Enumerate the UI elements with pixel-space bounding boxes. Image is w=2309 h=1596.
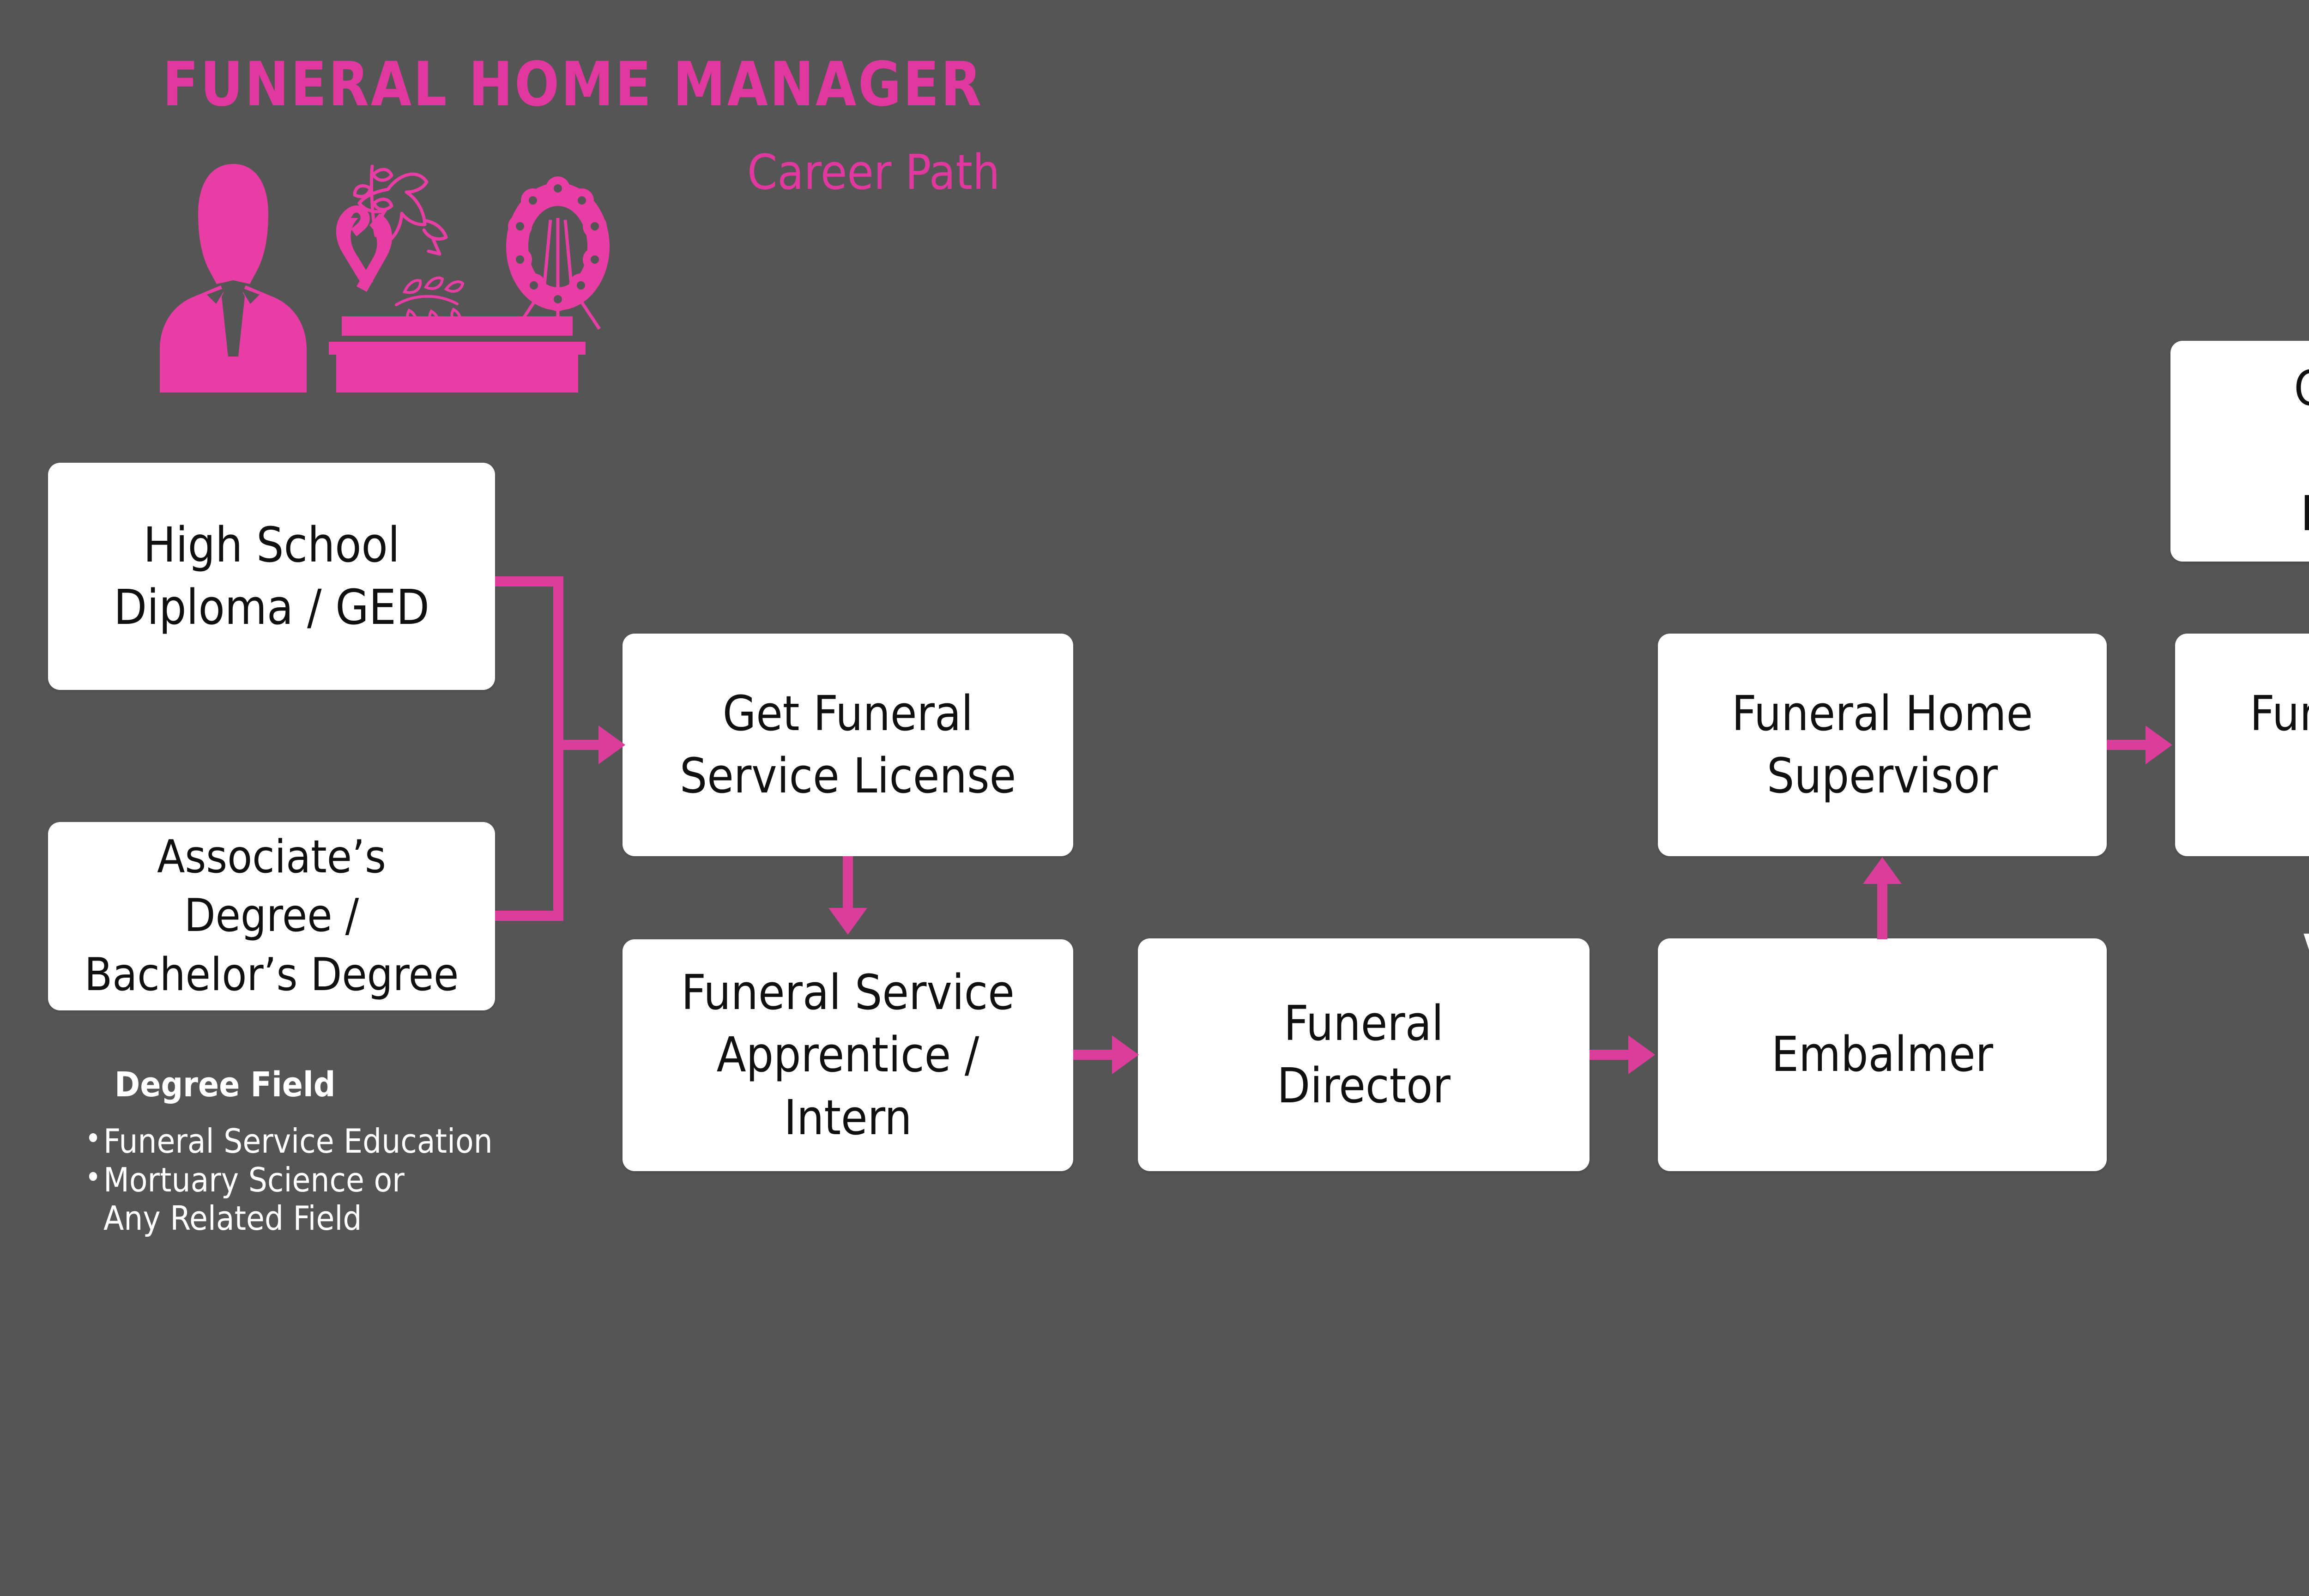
node-label: Funeral Director — [1277, 995, 1451, 1114]
node-label: Funeral Service Apprentice / Intern — [681, 964, 1015, 1146]
arrow-to-manager — [2146, 725, 2172, 764]
list-item: Crematories — [2303, 1087, 2309, 1131]
node-funeral-director[interactable]: Funeral Director — [1138, 938, 1590, 1171]
list-item: Independent Funeral Homes — [2303, 1131, 2309, 1175]
arrow-to-apprentice — [828, 908, 867, 935]
node-label: Owning a Funeral Business — [2294, 357, 2309, 545]
arrow-to-supervisor — [1863, 857, 1902, 884]
page-subtitle: Career Path — [747, 144, 1000, 200]
arrow-to-embalmer — [1628, 1035, 1655, 1074]
node-high-school-diploma[interactable]: High School Diploma / GED — [48, 463, 495, 690]
connector-apprentice-to-director — [1073, 1050, 1114, 1060]
list-item: Cemeteries — [2303, 1000, 2309, 1045]
connector-director-to-embalmer — [1590, 1050, 1630, 1060]
node-get-funeral-service-license[interactable]: Get Funeral Service License — [623, 634, 1073, 856]
node-embalmer[interactable]: Embalmer — [1658, 938, 2107, 1171]
variety-areas-list: Cemeteries Corporate Funeral Homes Crema… — [2303, 1000, 2309, 1175]
awareness-ribbon-icon — [336, 205, 393, 292]
variety-areas-heading: Variety of areas can work at: — [2303, 927, 2309, 969]
node-label: Associate’s Degree / Bachelor’s Degree — [84, 830, 459, 1001]
node-funeral-service-apprentice[interactable]: Funeral Service Apprentice / Intern — [623, 939, 1073, 1171]
node-label: Funeral Home Manager — [2249, 685, 2309, 804]
connector-high-school-to-junction — [495, 576, 563, 586]
casket-icon — [329, 316, 586, 393]
node-label: Embalmer — [1771, 1026, 1994, 1083]
dove-icon — [353, 164, 448, 256]
node-associates-degree[interactable]: Associate’s Degree / Bachelor’s Degree — [48, 822, 495, 1010]
node-label: High School Diploma / GED — [114, 516, 429, 635]
header-illustration — [160, 164, 610, 393]
node-funeral-home-supervisor[interactable]: Funeral Home Supervisor — [1658, 634, 2107, 856]
arrow-to-license — [598, 725, 625, 764]
page-title: FUNERAL HOME MANAGER — [163, 49, 983, 120]
connector-supervisor-to-manager — [2107, 740, 2147, 750]
connector-license-to-apprentice — [843, 856, 853, 910]
connector-embalmer-to-supervisor — [1877, 883, 1887, 939]
node-owning-funeral-business[interactable]: Owning a Funeral Business — [2170, 341, 2309, 562]
connector-trunk-to-license — [553, 740, 600, 750]
degree-field-list: Funeral Service Education Mortuary Scien… — [81, 1121, 493, 1238]
list-item: Mortuary Science or Any Related Field — [81, 1160, 493, 1238]
leaves-icon — [395, 276, 465, 327]
floral-wreath-icon — [506, 176, 610, 330]
person-in-suit-icon — [160, 164, 307, 393]
list-item: Funeral Service Education — [81, 1121, 493, 1161]
node-funeral-home-manager[interactable]: Funeral Home Manager — [2175, 634, 2309, 856]
arrow-to-director — [1112, 1035, 1139, 1074]
node-label: Funeral Home Supervisor — [1731, 685, 2033, 804]
list-item: Corporate Funeral Homes — [2303, 1044, 2309, 1088]
degree-field-heading: Degree Field — [115, 1065, 336, 1105]
connector-associates-to-junction — [495, 911, 563, 921]
node-label: Get Funeral Service License — [679, 685, 1016, 804]
